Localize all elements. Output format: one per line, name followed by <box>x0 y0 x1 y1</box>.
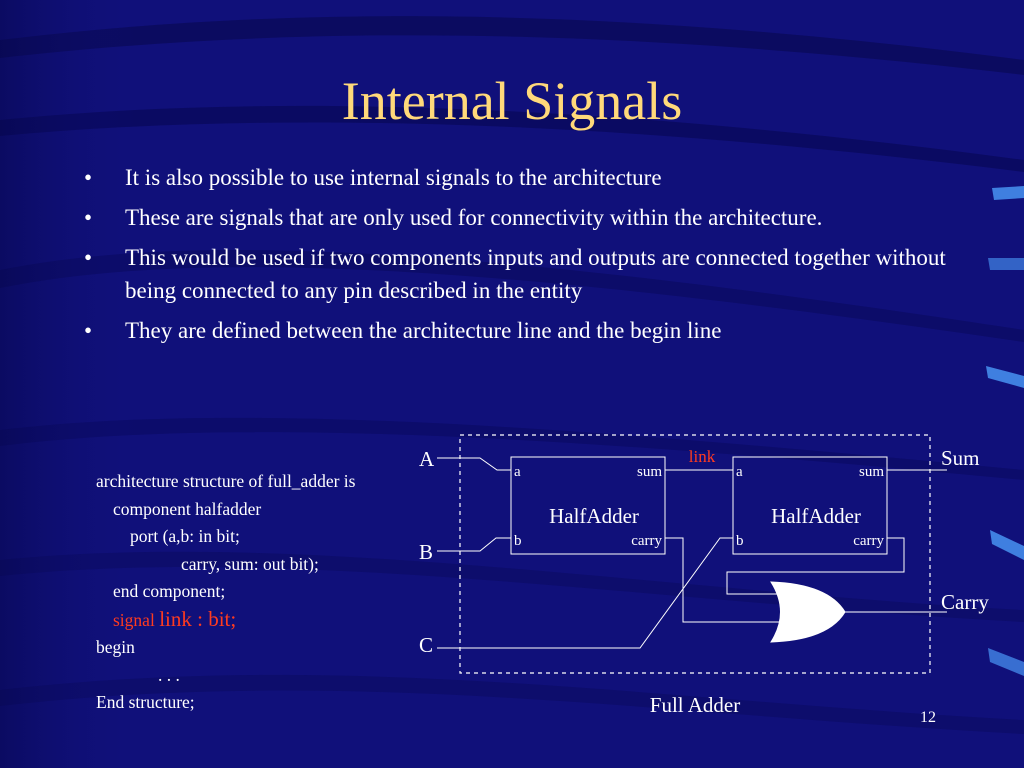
ha2-in-a-label: a <box>736 464 743 480</box>
code-text: begin <box>96 637 135 657</box>
ha1-in-a-label: a <box>514 464 521 480</box>
bullet-text: It is also possible to use internal sign… <box>125 165 662 190</box>
code-line: port (a,b: in bit; <box>96 523 441 551</box>
wire-c <box>437 537 733 649</box>
bullet-item: • These are signals that are only used fo… <box>84 201 954 234</box>
bullet-item: • They are defined between the architectu… <box>84 314 954 347</box>
ha2-in-b-label: b <box>736 533 744 549</box>
input-c-label: C <box>419 633 433 657</box>
bullet-dot: • <box>84 205 93 230</box>
signal-keyword: signal <box>113 609 155 630</box>
bullet-list: • It is also possible to use internal sig… <box>84 161 954 354</box>
signal-declaration: link : bit; <box>159 606 237 631</box>
bullet-dot: • <box>84 245 93 270</box>
ha2-name: HalfAdder <box>771 504 861 528</box>
diagram-caption: Full Adder <box>650 693 740 717</box>
vhdl-code-block: architecture structure of full_adder is … <box>96 468 441 717</box>
ha1-in-b-label: b <box>514 533 522 549</box>
code-line: begin <box>96 634 441 662</box>
code-line: . . . <box>96 662 441 690</box>
code-text: component halfadder <box>113 498 262 519</box>
wires <box>437 457 947 649</box>
wire-b <box>437 537 511 552</box>
slide-title: Internal Signals <box>341 71 683 131</box>
bullet-text: These are signals that are only used for… <box>125 205 823 230</box>
half-adder-1-box <box>510 456 666 555</box>
input-a-label: A <box>419 447 435 471</box>
bullet-text: This would be used if two components inp… <box>125 245 946 303</box>
bullet-item: • This would be used if two components in… <box>84 241 954 307</box>
bullet-dot: • <box>84 318 93 343</box>
ha1-name: HalfAdder <box>549 504 639 528</box>
code-line: architecture structure of full_adder is <box>96 468 441 496</box>
code-line-signal: signal link : bit; <box>96 606 441 635</box>
code-line: carry, sum: out bit); <box>96 551 441 579</box>
code-text: End structure; <box>96 692 195 712</box>
code-text: port (a,b: in bit; <box>130 526 240 546</box>
code-text: . . . <box>158 664 180 685</box>
ha2-out-sum-label: sum <box>859 464 884 480</box>
code-line: end component; <box>96 578 441 606</box>
wire-a <box>437 457 511 471</box>
bullet-dot: • <box>84 165 93 190</box>
code-text: carry, sum: out bit); <box>181 553 319 574</box>
or-gate-icon <box>770 581 846 643</box>
code-line: End structure; <box>96 689 441 717</box>
ha1-out-carry-label: carry <box>631 533 662 549</box>
ha1-out-sum-label: sum <box>637 464 662 480</box>
code-text: end component; <box>113 581 226 601</box>
full-adder-boundary <box>459 434 931 674</box>
ha2-out-carry-label: carry <box>853 533 884 549</box>
code-text: architecture structure of full_adder is <box>96 471 356 491</box>
bullet-text: They are defined between the architectur… <box>125 318 722 343</box>
page-number: 12 <box>920 709 936 726</box>
output-sum-label: Sum <box>941 446 980 470</box>
input-b-label: B <box>419 540 433 564</box>
link-signal-label: link <box>689 447 716 466</box>
wire-ha2-carry <box>726 537 905 595</box>
wire-ha1-carry <box>665 537 783 623</box>
output-carry-label: Carry <box>941 590 989 614</box>
bullet-item: • It is also possible to use internal sig… <box>84 161 954 194</box>
half-adder-2-box <box>732 456 888 555</box>
code-line: component halfadder <box>96 496 441 524</box>
